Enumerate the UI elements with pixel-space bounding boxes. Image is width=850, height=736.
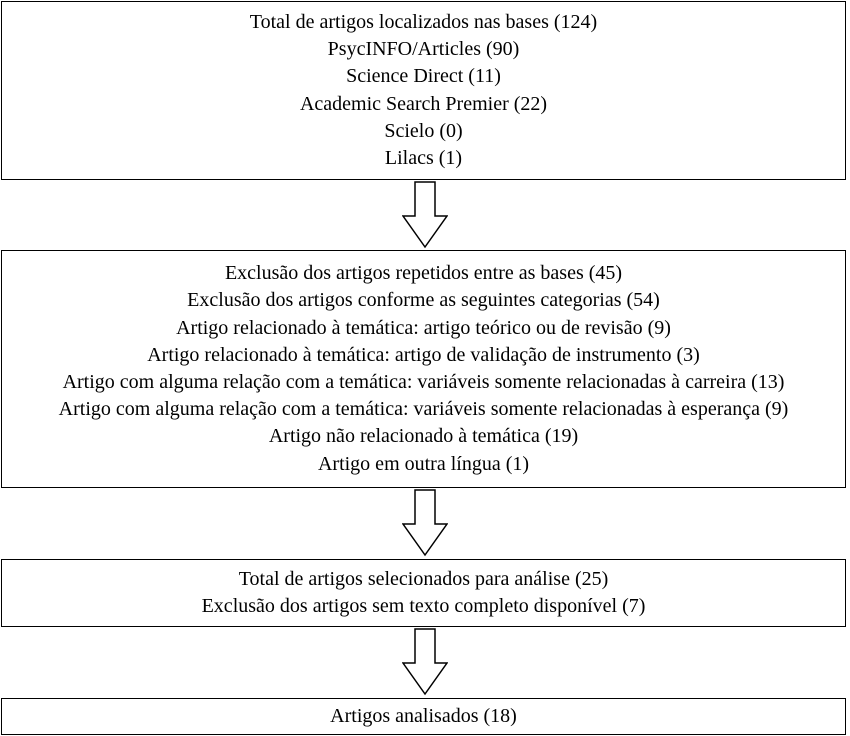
box-text-line: Exclusão dos artigos conforme as seguint… [187, 289, 660, 312]
box-text-line: Artigo não relacionado à temática (19) [268, 425, 579, 448]
box-text-line: Artigo relacionado à temática: artigo de… [147, 343, 700, 366]
box-text-line: Exclusão dos artigos sem texto completo … [201, 595, 646, 617]
box-text-line: Exclusão dos artigos repetidos entre as … [224, 262, 623, 285]
box-text-line: Artigo relacionado à temática: artigo te… [176, 316, 671, 339]
box-text-line: Science Direct (11) [346, 65, 501, 88]
down-arrow-icon [402, 181, 448, 249]
box-text-line: Artigo em outra língua (1) [317, 452, 530, 475]
down-arrow-icon [402, 489, 448, 557]
flow-box-selected: Total de artigos selecionados para análi… [1, 559, 846, 627]
flow-box-search-results: Total de artigos localizados nas bases (… [1, 1, 846, 180]
box-text-line: Artigo com alguma relação com a temática… [58, 398, 789, 421]
box-text-line: Total de artigos localizados nas bases (… [249, 10, 598, 33]
box-text-line: PsycINFO/Articles (90) [327, 38, 520, 61]
flow-box-exclusions: Exclusão dos artigos repetidos entre as … [1, 250, 846, 488]
box-text-line: Academic Search Premier (22) [299, 92, 548, 115]
box-text-line: Artigos analisados (18) [330, 704, 517, 727]
box-text-line: Total de artigos selecionados para análi… [238, 567, 609, 590]
box-text-line: Lilacs (1) [384, 146, 463, 169]
down-arrow-icon [402, 628, 448, 696]
box-text-line: Scielo (0) [384, 119, 463, 142]
flow-box-analyzed: Artigos analisados (18) [1, 698, 846, 735]
box-text-line: Artigo com alguma relação com a temática… [62, 371, 785, 393]
